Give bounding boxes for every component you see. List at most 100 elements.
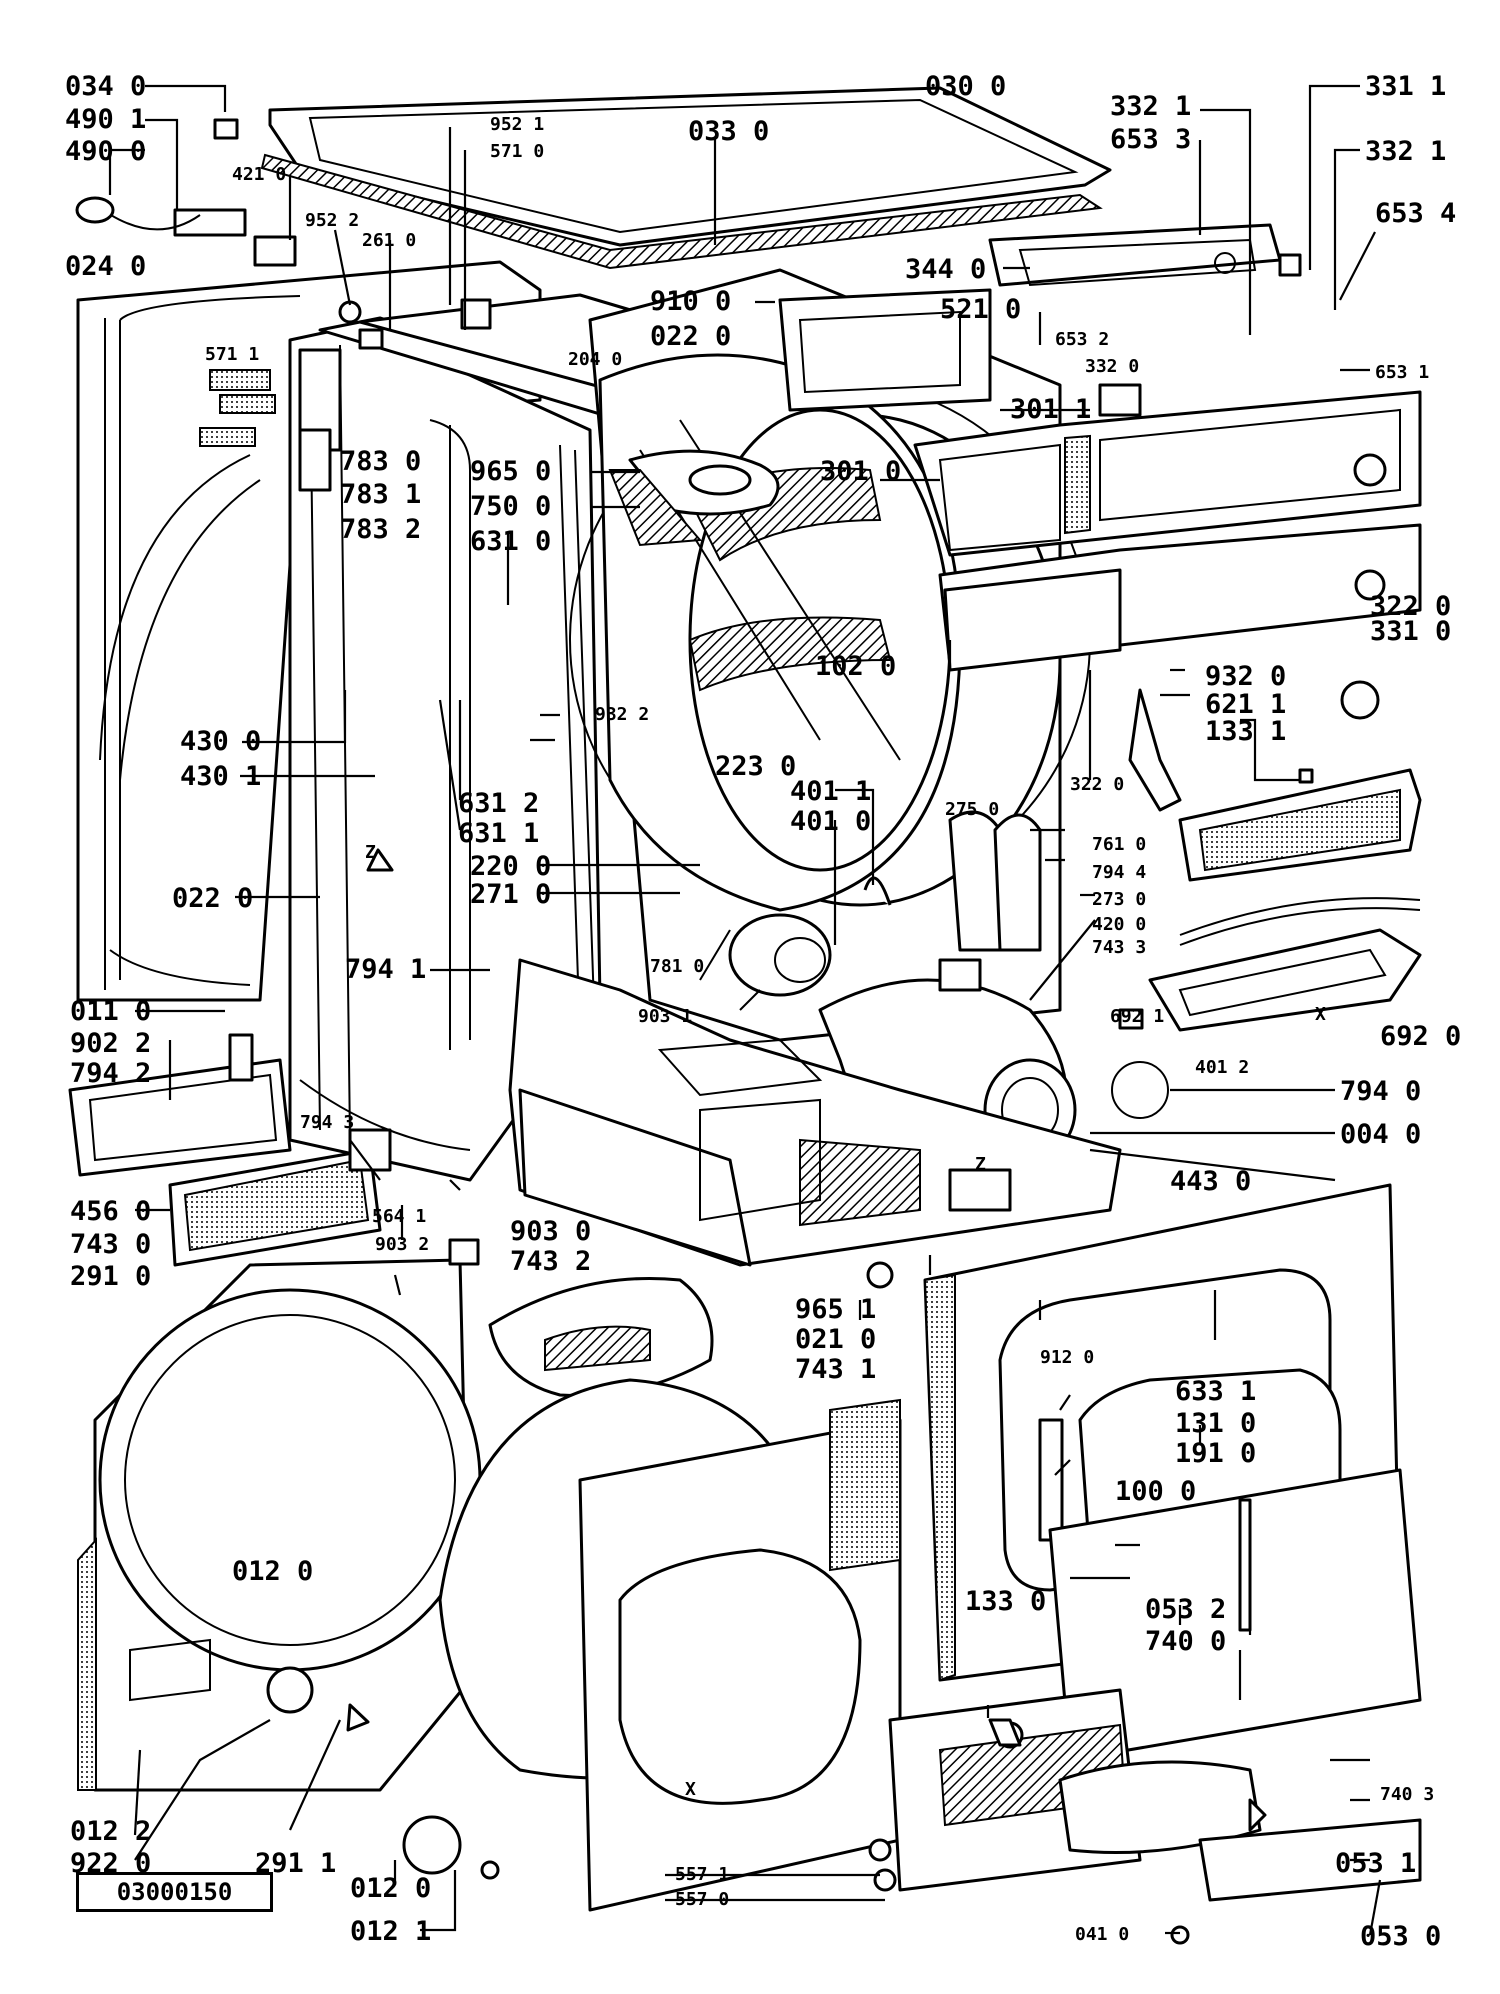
part-label: 421 0 [232,164,286,185]
part-label: 012 2 [70,1816,151,1847]
part-label: 322 0 [1070,774,1124,795]
part-label: 191 0 [1175,1438,1256,1469]
part-label: 133 1 [1205,716,1286,747]
connector-box-part [778,288,992,412]
part-label: 022 0 [172,883,253,914]
part-label: 301 1 [1010,394,1091,425]
part-label: 653 3 [1110,124,1191,155]
part-label: 952 2 [305,210,359,231]
part-label: 910 0 [650,286,731,317]
part-label: 740 0 [1145,1626,1226,1657]
part-label: 401 1 [790,776,871,807]
part-label: 456 0 [70,1196,151,1227]
part-label: 653 4 [1375,198,1456,229]
part-label: 932 2 [595,704,649,725]
part-label: 783 2 [340,514,421,545]
part-label: 420 0 [1092,914,1146,935]
heater-part [68,1058,382,1267]
front-bearing-plate-part [438,1378,902,1912]
part-label: 053 1 [1335,1848,1416,1879]
part-label: 743 1 [795,1354,876,1385]
part-label: 223 0 [715,751,796,782]
part-label: 053 2 [1145,1594,1226,1625]
part-label: 653 1 [1375,362,1429,383]
part-label: 301 0 [820,456,901,487]
part-label: 021 0 [795,1324,876,1355]
outlet-duct-part [1148,928,1422,1032]
part-label: 332 0 [1085,356,1139,377]
part-label: 401 0 [790,806,871,837]
rear-bearing-plate-part [77,1258,482,1792]
part-label: 965 1 [795,1294,876,1325]
part-label: 443 0 [1170,1166,1251,1197]
base-frame-part [508,958,1122,1267]
part-label: 794 4 [1092,862,1146,883]
filter-part [1178,768,1422,882]
part-label: 133 0 [965,1586,1046,1617]
part-label: 794 2 [70,1058,151,1089]
control-panel-part [913,390,1422,557]
axis-letter: X [685,1779,696,1800]
part-label: 750 0 [470,491,551,522]
part-label: 743 2 [510,1246,591,1277]
part-label: 024 0 [65,251,146,282]
part-label: 621 1 [1205,689,1286,720]
part-labels: 034 0 490 1 490 0 421 0 024 0 952 2 261 … [65,71,1461,1952]
part-label: 557 1 [675,1864,729,1885]
part-label: 275 0 [945,799,999,820]
part-label: 131 0 [1175,1408,1256,1439]
part-label: 903 2 [375,1234,429,1255]
drawing-number-box: 03000150 [76,1872,273,1912]
leader-lines [108,84,1382,1936]
part-label: 521 0 [940,294,1021,325]
part-label: 902 2 [70,1028,151,1059]
condenser-part [488,1276,714,1398]
part-label: 204 0 [568,349,622,370]
part-label: 743 0 [70,1229,151,1260]
part-label: 903 1 [638,1006,692,1027]
part-label: 965 0 [470,456,551,487]
door-front-cover-part [1048,1468,1422,1762]
part-label: 571 1 [205,344,259,365]
part-label: 030 0 [925,71,1006,102]
part-label: 012 1 [350,1916,431,1947]
part-label: 053 0 [1360,1921,1441,1952]
part-label: 571 0 [490,141,544,162]
part-label: 952 1 [490,114,544,135]
part-label: 332 1 [1110,91,1191,122]
part-label: 344 0 [905,254,986,285]
part-label: 490 0 [65,136,146,167]
part-label: 631 2 [458,788,539,819]
part-label: 011 0 [70,996,151,1027]
control-fascia-part [938,523,1422,672]
drum-lifter-part [608,449,780,547]
part-label: 273 0 [1092,889,1146,910]
part-label: 430 0 [180,726,261,757]
part-label: 564 1 [372,1206,426,1227]
part-label: 332 1 [1365,136,1446,167]
control-board-part [988,223,1282,287]
part-label: 692 1 [1110,1006,1164,1027]
part-label: 331 0 [1370,616,1451,647]
part-label: 490 1 [65,104,146,135]
part-label: 633 1 [1175,1376,1256,1407]
part-label: 903 0 [510,1216,591,1247]
part-label: 322 0 [1370,591,1451,622]
part-label: 653 2 [1055,329,1109,350]
axis-letter: Z [975,1154,986,1175]
part-label: 331 1 [1365,71,1446,102]
filter-seal-part [1179,897,1421,946]
part-label: 631 1 [458,818,539,849]
parts-drawing [68,86,1422,1945]
part-label: 557 0 [675,1889,729,1910]
part-label: 794 0 [1340,1076,1421,1107]
water-container-part [888,1688,1422,1902]
small-hardware-parts [75,118,1380,1945]
part-label: 220 0 [470,851,551,882]
part-label: 004 0 [1340,1119,1421,1150]
part-label: 430 1 [180,761,261,792]
part-label: 291 0 [70,1261,151,1292]
part-label: 022 0 [650,321,731,352]
part-label: 692 0 [1380,1021,1461,1052]
